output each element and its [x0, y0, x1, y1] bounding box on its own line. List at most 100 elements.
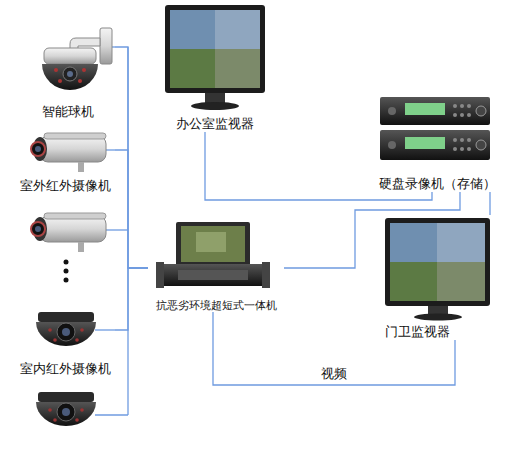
- rack-console-figure-part: [196, 232, 226, 252]
- dvr-figure: [380, 97, 490, 160]
- device-node: 硬盘录像机（存储）: [375, 90, 500, 192]
- dvr-figure-part: [453, 113, 457, 117]
- dvr-figure-part: [388, 107, 396, 115]
- device-node: 抗恶劣环境超短式一体机: [148, 215, 284, 312]
- device-node: 办公室监视器: [158, 0, 272, 132]
- bullet-camera-figure-part: [40, 216, 106, 242]
- dvr-figure-part: [405, 103, 445, 115]
- dvr-figure-part: [453, 104, 457, 108]
- bullet-camera-figure-part: [78, 242, 84, 252]
- monitor-figure: [385, 218, 490, 321]
- dome-camera-figure-part: [54, 68, 58, 72]
- monitor-figure-part: [390, 262, 437, 301]
- monitor-figure-part: [170, 10, 215, 49]
- device-label: 硬盘录像机（存储）: [379, 176, 496, 192]
- dome-camera-figure-part: [82, 68, 86, 72]
- bullet-camera-figure: [31, 133, 106, 172]
- signal-cable: [284, 192, 460, 268]
- indoor-dome-figure-part: [36, 402, 96, 426]
- indoor-dome-figure-part: [80, 328, 84, 332]
- indoor-dome-figure: [36, 392, 96, 426]
- dvr-figure-part: [460, 113, 464, 117]
- bullet-camera-figure-part: [40, 136, 106, 162]
- dvr-figure-part: [476, 140, 486, 150]
- monitor-figure-part: [390, 223, 437, 262]
- bullet-camera-figure: [31, 213, 106, 252]
- device-label: 抗恶劣环境超短式一体机: [156, 299, 277, 312]
- dvr-figure-part: [380, 97, 490, 125]
- monitor-figure-part: [385, 218, 490, 306]
- monitor-figure-part: [437, 223, 485, 262]
- indoor-dome-figure-part: [48, 408, 52, 412]
- signal-cable: [115, 150, 148, 268]
- signal-cable: [115, 268, 148, 330]
- signal-cable: [213, 312, 455, 385]
- indoor-dome-figure-part: [62, 408, 70, 416]
- device-label: 室内红外摄像机: [20, 361, 111, 377]
- dome-camera-figure-part: [67, 71, 73, 77]
- dvr-figure-part: [388, 141, 396, 149]
- monitor-figure-part: [170, 10, 260, 88]
- indoor-dome-figure-part: [53, 418, 57, 422]
- device-label: 门卫监视器: [385, 324, 450, 340]
- ellipsis-dots-part: [64, 260, 69, 265]
- cable-label: 视频: [318, 366, 350, 382]
- device-label: 办公室监视器: [176, 116, 254, 132]
- indoor-dome-figure-part: [38, 312, 94, 322]
- camera-bus-wire-part: [105, 229, 128, 230]
- rack-console-figure-part: [176, 222, 250, 266]
- bullet-camera-figure-part: [78, 162, 84, 172]
- dome-camera-figure-part: [44, 48, 96, 64]
- bullet-camera-figure-part: [44, 133, 106, 139]
- indoor-dome-figure-part: [80, 408, 84, 412]
- bullet-camera-figure-part: [31, 142, 45, 156]
- indoor-dome-figure-part: [57, 323, 75, 341]
- ellipsis-dots-part: [64, 278, 69, 283]
- rack-console-figure-part: [178, 270, 248, 280]
- signal-cable: [115, 47, 148, 268]
- monitor-figure-part: [437, 262, 485, 301]
- monitor-figure-part: [215, 49, 260, 88]
- dome-camera-figure: [42, 28, 112, 90]
- ellipsis-dots-part: [64, 269, 69, 274]
- dvr-figure-part: [467, 104, 471, 108]
- dvr-figure-part: [460, 138, 464, 142]
- dome-camera-figure-part: [58, 79, 62, 83]
- device-node: 智能球机: [20, 20, 115, 120]
- dome-camera-figure-part: [42, 64, 98, 90]
- indoor-dome-figure-part: [38, 392, 94, 402]
- indoor-dome-figure-part: [53, 338, 57, 342]
- indoor-dome-figure-part: [62, 328, 70, 336]
- monitor-figure-part: [428, 306, 448, 314]
- device-node: 室内红外摄像机: [15, 305, 115, 377]
- ellipsis-dots: [64, 260, 69, 283]
- dvr-figure-part: [476, 106, 486, 116]
- dvr-figure-part: [460, 147, 464, 151]
- dome-camera-figure-part: [63, 67, 77, 81]
- monitor-figure-part: [414, 314, 462, 321]
- bullet-camera-figure-part: [44, 213, 106, 219]
- monitor-figure-part: [170, 49, 215, 88]
- dvr-figure-part: [467, 147, 471, 151]
- indoor-dome-figure-part: [57, 403, 75, 421]
- camera-bus-wire-part: [95, 414, 128, 415]
- bullet-camera-figure-part: [31, 222, 45, 236]
- device-node: 门卫监视器: [383, 215, 495, 340]
- device-label: 室外红外摄像机: [20, 178, 111, 194]
- device-node: 室外红外摄像机: [15, 130, 115, 194]
- rack-console-figure-part: [160, 264, 266, 286]
- dvr-figure-part: [467, 138, 471, 142]
- dome-camera-figure-part: [78, 79, 82, 83]
- camera-bus-wire-part: [95, 329, 115, 330]
- rack-console-figure-part: [181, 226, 245, 262]
- indoor-dome-figure-part: [36, 322, 96, 346]
- monitor-figure-part: [215, 10, 260, 49]
- monitor-figure-part: [390, 223, 485, 301]
- dvr-figure-part: [460, 104, 464, 108]
- indoor-dome-figure-part: [48, 328, 52, 332]
- bullet-camera-figure-part: [35, 226, 41, 232]
- dvr-figure-part: [453, 138, 457, 142]
